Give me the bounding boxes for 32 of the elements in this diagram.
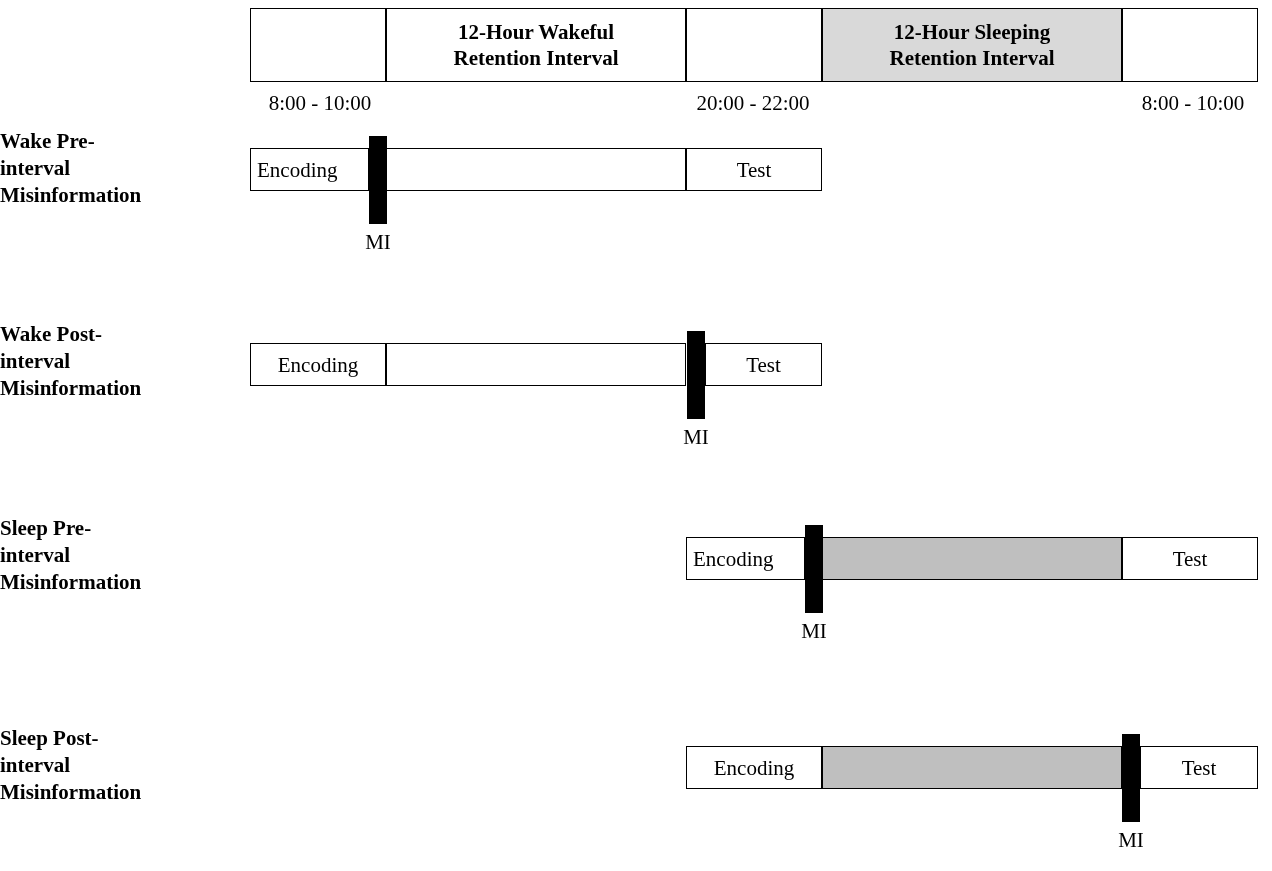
condition-label: Wake Pre-interval Misinformation <box>0 128 143 209</box>
interval-box <box>386 148 686 191</box>
time-label: 8:00 - 10:00 <box>267 91 373 115</box>
misinformation-bar <box>369 136 387 224</box>
time-label: 20:00 - 22:00 <box>695 91 811 115</box>
condition-label: Wake Post-interval Misinformation <box>0 321 143 402</box>
interval-box <box>386 343 686 386</box>
phase-box: Encoding <box>250 148 369 191</box>
phase-box: Test <box>686 148 822 191</box>
bar-label: MI <box>800 619 828 643</box>
condition-label: Sleep Post-interval Misinformation <box>0 725 143 806</box>
phase-box: Test <box>705 343 822 386</box>
misinformation-bar <box>687 331 705 419</box>
phase-box: Test <box>1122 537 1258 580</box>
bar-label: MI <box>1117 828 1145 852</box>
table-cell <box>1122 8 1258 82</box>
interval-box <box>822 746 1122 789</box>
condition-label: Sleep Pre-interval Misinformation <box>0 515 143 596</box>
phase-box: Encoding <box>250 343 386 386</box>
interval-box <box>822 537 1122 580</box>
phase-box: Test <box>1140 746 1258 789</box>
bar-label: MI <box>682 425 710 449</box>
misinformation-bar <box>805 525 823 613</box>
header-cell: 12-Hour Wakeful Retention Interval <box>386 8 686 82</box>
bar-label: MI <box>364 230 392 254</box>
time-label: 8:00 - 10:00 <box>1140 91 1246 115</box>
table-cell <box>250 8 386 82</box>
phase-box: Encoding <box>686 746 822 789</box>
misinformation-bar <box>1122 734 1140 822</box>
header-cell: 12-Hour Sleeping Retention Interval <box>822 8 1122 82</box>
phase-box: Encoding <box>686 537 805 580</box>
table-cell <box>686 8 822 82</box>
